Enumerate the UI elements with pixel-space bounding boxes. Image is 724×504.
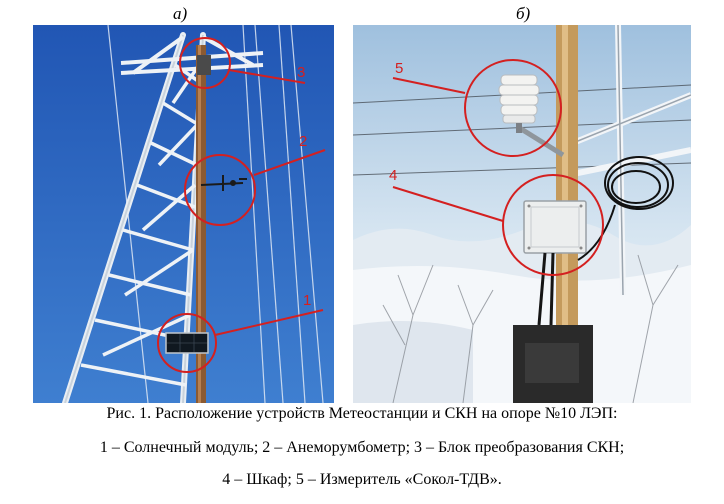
- photo-pole-b: 5 4: [353, 25, 691, 403]
- callout-2: 2: [299, 133, 307, 150]
- figure-caption-line-3: 4 – Шкаф; 5 – Измеритель «Сокол-ТДВ».: [222, 471, 502, 488]
- callout-4: 4: [389, 167, 397, 184]
- callout-5: 5: [395, 60, 403, 77]
- panel-a-label: а): [173, 4, 188, 23]
- photo-tower-a: 3 2 1: [33, 25, 334, 403]
- figure-caption-line-2: 1 – Солнечный модуль; 2 – Анеморумбометр…: [99, 439, 625, 456]
- panel-b-label: б): [516, 4, 531, 23]
- callout-1: 1: [303, 292, 311, 309]
- figure-caption-line-1: Рис. 1. Расположение устройств Метеостан…: [106, 405, 618, 422]
- callout-3: 3: [297, 64, 305, 81]
